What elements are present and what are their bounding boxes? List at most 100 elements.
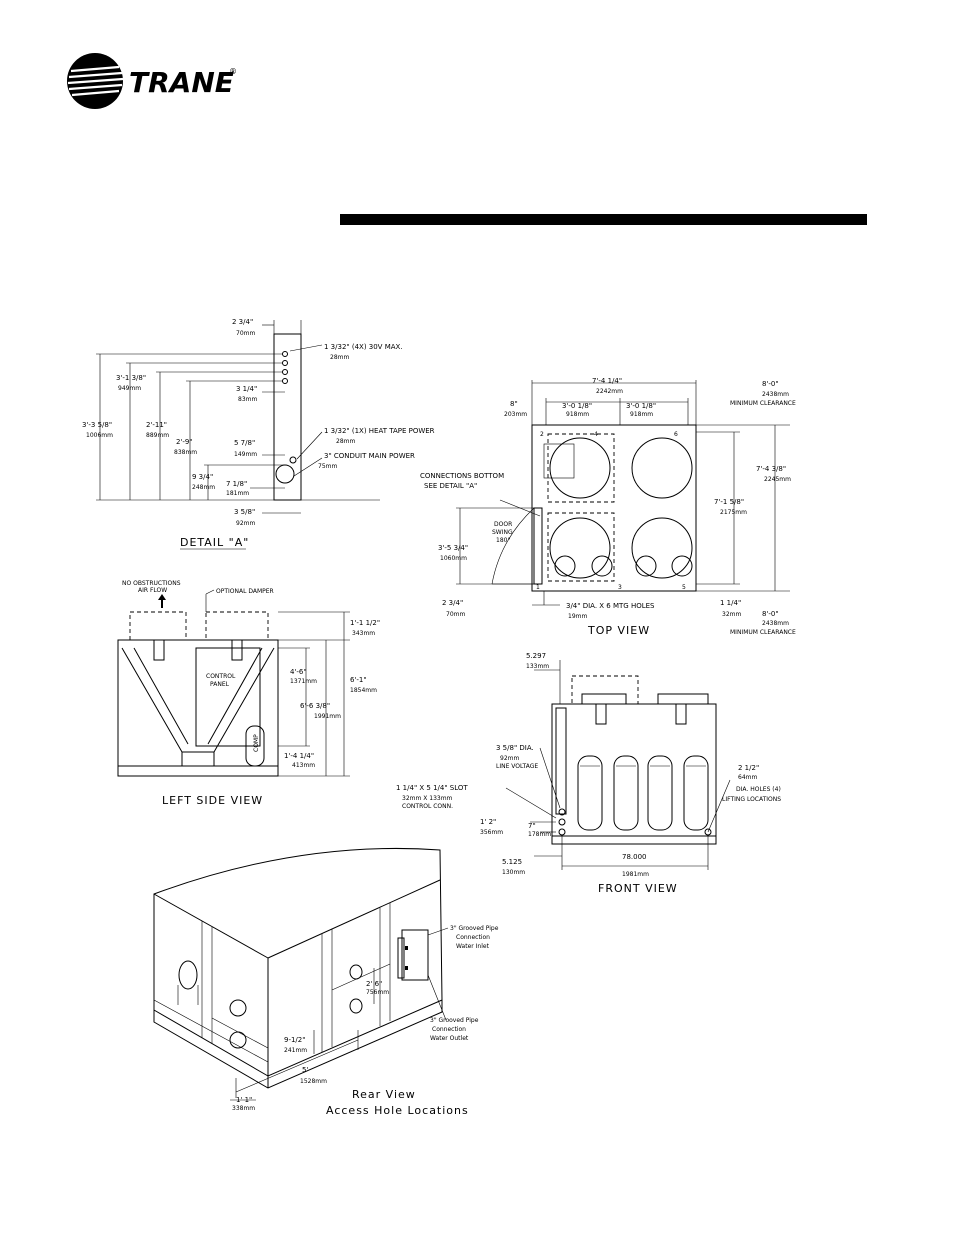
top-connections-1: CONNECTIONS BOTTOM (420, 472, 504, 480)
detail-a-note-3-mm: 75mm (318, 463, 337, 470)
top-view: 7'-4 1/4" 2242mm 8" 203mm 3'-0 1/8" 918m… (420, 377, 796, 637)
left-dim-5: 1'-4 1/4" (284, 752, 314, 760)
rear-outlet-1: 3" Grooved Pipe (430, 1017, 479, 1024)
top-fan-1: 3'-0 1/8" (562, 402, 592, 410)
detail-a-dim-7-mm: 181mm (226, 490, 249, 497)
top-num-5: 5 (682, 584, 686, 591)
brand-name: TRANE (129, 66, 234, 99)
rear-dim-1-mm: 756mm (366, 989, 389, 996)
top-left: 8" (510, 400, 518, 408)
front-lift-label-1: DIA. HOLES (4) (736, 786, 781, 793)
top-fan-2: 3'-0 1/8" (626, 402, 656, 410)
brand-mark: ® (229, 67, 237, 76)
left-control-2: PANEL (210, 681, 230, 688)
rear-inlet-3: Water Inlet (456, 943, 490, 950)
top-overall-mm: 2242mm (596, 388, 623, 395)
front-view: 5.297 133mm 3 5/8" DIA. 92mm LINE VOLTAG… (396, 652, 781, 895)
detail-a-dim-5: 2'-9" (176, 438, 193, 446)
top-fan-1-mm: 918mm (566, 411, 589, 418)
front-d2-mm: 178mm (528, 831, 551, 838)
detail-a-dim-8: 5 7/8" (234, 439, 255, 447)
top-num-1: 1 (536, 584, 540, 591)
rear-view-title: Rear View (352, 1088, 416, 1101)
detail-a-note-3: 3" CONDUIT MAIN POWER (324, 452, 415, 460)
detail-a-dim-6: 9 3/4" (192, 473, 213, 481)
front-line-voltage-label: LINE VOLTAGE (496, 763, 538, 770)
top-height-2-mm: 2175mm (720, 509, 747, 516)
front-d3-mm: 130mm (502, 869, 525, 876)
front-top-left: 5.297 (526, 652, 546, 660)
left-control-1: CONTROL (206, 673, 236, 680)
detail-a-note-1: 1 3/32" (4X) 30V MAX. (324, 343, 403, 351)
rear-view: 3" Grooved Pipe Connection Water Inlet 3… (153, 847, 499, 1117)
front-lift: 2 1/2" (738, 764, 759, 772)
top-fan-2-mm: 918mm (630, 411, 653, 418)
left-side-title: LEFT SIDE VIEW (162, 794, 263, 807)
detail-a-note-2-mm: 28mm (336, 438, 355, 445)
front-line-voltage: 3 5/8" DIA. (496, 744, 534, 752)
detail-a-dim-8-mm: 149mm (234, 451, 257, 458)
top-door-dim-mm: 1060mm (440, 555, 467, 562)
left-dim-1-mm: 343mm (352, 630, 375, 637)
left-damper: OPTIONAL DAMPER (216, 588, 274, 595)
detail-a-dim-5-mm: 838mm (174, 449, 197, 456)
front-slot: 1 1/4" X 5 1/4" SLOT (396, 784, 468, 792)
detail-a-dim-3-mm: 1006mm (86, 432, 113, 439)
top-clear-top-label: MINIMUM CLEARANCE (730, 400, 796, 407)
top-holes-mm: 19mm (568, 613, 587, 620)
detail-a-dim-10-mm: 92mm (236, 520, 255, 527)
front-width-mm: 1981mm (622, 871, 649, 878)
rear-dim-1: 2' 6" (366, 980, 382, 988)
rear-inlet-1: 3" Grooved Pipe (450, 925, 499, 932)
left-dim-5-mm: 413mm (292, 762, 315, 769)
detail-a-dim-6-mm: 248mm (192, 484, 215, 491)
left-dim-4: 6'-6 3/8" (300, 702, 330, 710)
detail-a-title: DETAIL "A" (180, 536, 249, 549)
rear-dim-3-mm: 1528mm (300, 1078, 327, 1085)
top-bottom-left: 2 3/4" (442, 599, 463, 607)
detail-a-note-1-mm: 28mm (330, 354, 349, 361)
detail-a: 2 3/4" 70mm 3'-1 3/8" 949mm 3'-3 5/8" 10… (82, 318, 435, 550)
rear-outlet-3: Water Outlet (430, 1035, 469, 1042)
rear-dim-4: 1' 1" (236, 1096, 252, 1104)
top-num-6: 6 (674, 431, 678, 438)
top-clear-top-mm: 2438mm (762, 391, 789, 398)
left-comp: COMP (253, 734, 260, 752)
detail-a-dim-4: 2'-11" (146, 421, 167, 429)
trane-logo: TRANE ® (65, 52, 245, 112)
rear-dim-2: 9-1/2" (284, 1036, 305, 1044)
rear-inlet-2: Connection (456, 934, 490, 941)
left-no-obstructions-2: AIR FLOW (138, 587, 167, 594)
top-num-4: 4 (594, 431, 598, 438)
rear-view-subtitle: Access Hole Locations (326, 1104, 469, 1117)
top-height-1: 7'-4 3/8" (756, 465, 786, 473)
left-dim-3: 6'-1" (350, 676, 367, 684)
header-rule (340, 214, 867, 225)
front-lift-label-2: LIFTING LOCATIONS (722, 796, 781, 803)
front-slot-mm: 32mm X 133mm (402, 795, 453, 802)
front-d3: 5.125 (502, 858, 522, 866)
detail-a-dim-7: 7 1/8" (226, 480, 247, 488)
detail-a-dim-4-mm: 889mm (146, 432, 169, 439)
detail-a-dim-9: 3 1/4" (236, 385, 257, 393)
detail-a-dim-1: 2 3/4" (232, 318, 253, 326)
detail-a-dim-1-mm: 70mm (236, 330, 255, 337)
rear-outlet-2: Connection (432, 1026, 466, 1033)
front-width: 78.000 (622, 853, 647, 861)
top-bottom-left-mm: 70mm (446, 611, 465, 618)
front-view-title: FRONT VIEW (598, 882, 678, 895)
top-bottom-right-mm: 32mm (722, 611, 741, 618)
detail-a-dim-2: 3'-1 3/8" (116, 374, 146, 382)
top-door-2: SWING (492, 529, 513, 536)
front-d1: 1' 2" (480, 818, 496, 826)
top-connections-2: SEE DETAIL "A" (424, 482, 477, 490)
left-side-view: NO OBSTRUCTIONS AIR FLOW OPTIONAL DAMPER… (117, 580, 380, 807)
front-slot-label: CONTROL CONN. (402, 803, 453, 810)
top-clear-bottom-label: MINIMUM CLEARANCE (730, 629, 796, 636)
left-dim-1: 1'-1 1/2" (350, 619, 380, 627)
detail-a-dim-3: 3'-3 5/8" (82, 421, 112, 429)
left-dim-3-mm: 1854mm (350, 687, 377, 694)
front-lift-mm: 64mm (738, 774, 757, 781)
front-top-left-mm: 133mm (526, 663, 549, 670)
